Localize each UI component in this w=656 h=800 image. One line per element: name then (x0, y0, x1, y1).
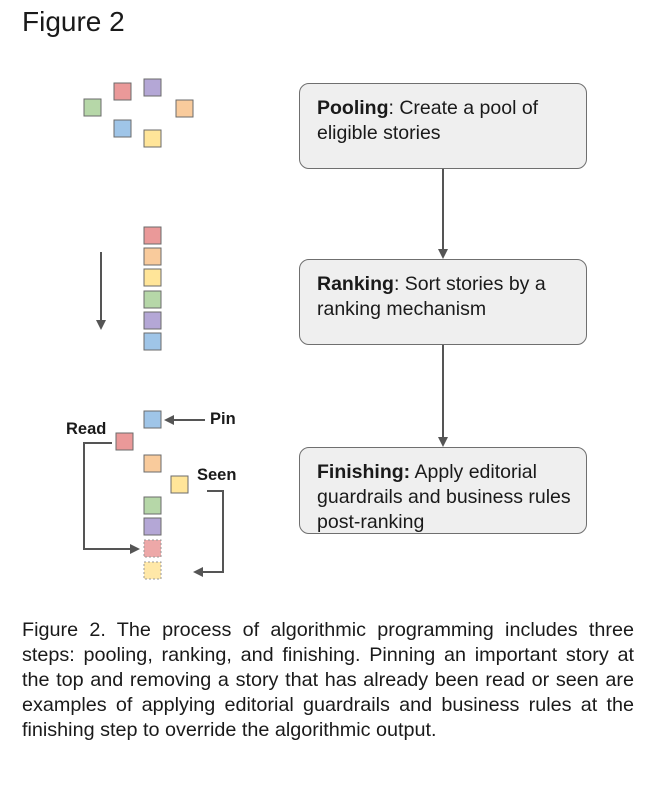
figure-title: Figure 2 (22, 6, 125, 37)
pool-story-yellow (143, 129, 162, 148)
ranking-step-name: Ranking (317, 273, 394, 295)
ranked-stack (143, 226, 162, 351)
pooling-step-separator: : (388, 97, 400, 119)
finished-story-green (143, 496, 162, 515)
removed-story-red (143, 539, 162, 558)
seen-path-arrow (193, 490, 224, 577)
ranked-story-blue (143, 332, 162, 351)
pooling-step-description: Create a pool of eligible stories (317, 97, 539, 144)
finishing-step-name: Finishing: (317, 461, 411, 483)
pool-story-blue (113, 119, 132, 138)
ranked-story-red (143, 226, 162, 245)
seen-story-yellow (170, 475, 189, 494)
pool-story-purple (143, 78, 162, 97)
ranking-step-separator: : (393, 273, 405, 295)
ranked-story-purple (143, 311, 162, 330)
pin-label: Pin (210, 410, 236, 428)
ranked-story-yellow (143, 268, 162, 287)
finishing-step-description: Apply editorial guardrails and business … (317, 461, 571, 533)
pool-story-red (113, 82, 132, 101)
pinned-story-blue (143, 410, 162, 429)
pooling-step-name: Pooling (317, 97, 389, 119)
process-diagram (83, 78, 448, 580)
pool-story-green (83, 98, 102, 117)
read-label: Read (66, 420, 107, 438)
ranked-story-orange (143, 247, 162, 266)
pool-story-orange (175, 99, 194, 118)
pool-cluster (83, 78, 194, 148)
read-story-red (115, 432, 134, 451)
removed-story-yellow (143, 561, 162, 580)
figure-caption: Figure 2. The process of algorithmic pro… (22, 619, 634, 741)
pooling-step-box: Pooling: Create a pool of eligible stori… (299, 83, 587, 169)
finished-story-orange (143, 454, 162, 473)
finished-story-purple (143, 517, 162, 536)
read-path-arrow (83, 442, 140, 554)
seen-label: Seen (197, 466, 237, 484)
ranked-story-green (143, 290, 162, 309)
ranking-step-description: Sort stories by a ranking mechanism (317, 273, 546, 320)
finishing-step-box: Finishing: Apply editorial guardrails an… (299, 447, 587, 534)
finished-stack (115, 410, 189, 580)
ranking-step-box: Ranking: Sort stories by a ranking mecha… (299, 259, 587, 345)
